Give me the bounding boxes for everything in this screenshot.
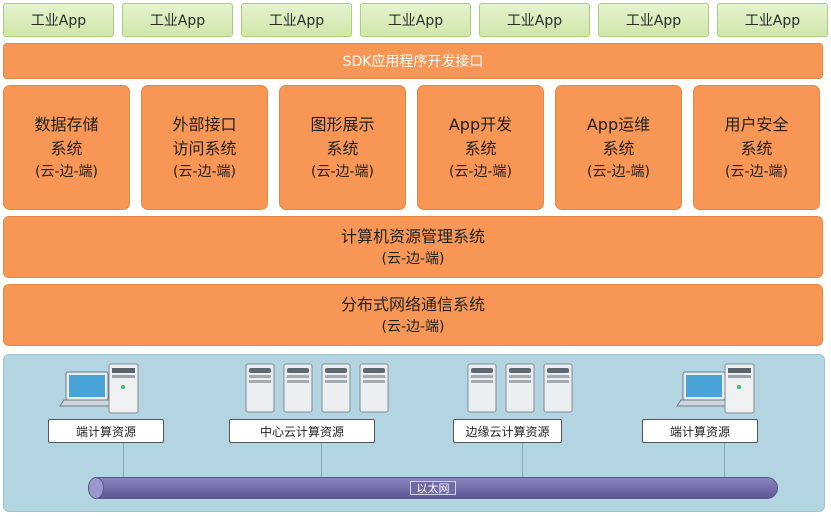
module-line1: 用户安全 xyxy=(724,114,789,134)
industrial-app-6: 工业App xyxy=(598,3,709,37)
resource-management-bar: 计算机资源管理系统 (云-边-端) xyxy=(3,216,823,278)
server-tower-icon xyxy=(108,363,139,414)
module-line1: 数据存储 xyxy=(34,114,99,134)
module-sub: (云-边-端) xyxy=(586,163,651,180)
terminal-resource-label-left: 端计算资源 xyxy=(48,419,164,443)
module-sub: (云-边-端) xyxy=(448,163,513,180)
module-line2: 系统 xyxy=(50,138,83,158)
module-line2: 系统 xyxy=(740,138,773,158)
module-sub: (云-边-端) xyxy=(34,163,99,180)
server-tower-icon xyxy=(724,363,755,414)
connector-line xyxy=(522,443,523,477)
industrial-app-7: 工业App xyxy=(717,3,828,37)
server-rack-icon xyxy=(467,363,497,413)
module-sub: (云-边-端) xyxy=(310,163,375,180)
connector-line xyxy=(321,443,322,477)
network-communication-bar: 分布式网络通信系统 (云-边-端) xyxy=(3,284,823,346)
module-line2: 访问系统 xyxy=(172,138,237,158)
industrial-app-2: 工业App xyxy=(122,3,233,37)
module-app-operations: App运维 系统 (云-边-端) xyxy=(555,85,682,210)
ethernet-label: 以太网 xyxy=(410,481,456,495)
industrial-app-5: 工业App xyxy=(479,3,590,37)
server-rack-icon xyxy=(359,363,389,413)
network-communication-sub: (云-边-端) xyxy=(381,319,445,335)
terminal-resource-label-right: 端计算资源 xyxy=(642,419,758,443)
module-line1: App开发 xyxy=(448,114,513,134)
ethernet-bus-end-cap xyxy=(88,477,104,499)
module-user-security: 用户安全 系统 (云-边-端) xyxy=(693,85,820,210)
module-line1: App运维 xyxy=(586,114,651,134)
industrial-app-1: 工业App xyxy=(3,3,114,37)
server-rack-icon xyxy=(245,363,275,413)
module-external-interface: 外部接口 访问系统 (云-边-端) xyxy=(141,85,268,210)
network-communication-title: 分布式网络通信系统 xyxy=(340,295,485,314)
server-rack-icon xyxy=(505,363,535,413)
sdk-label: SDK应用程序开发接口 xyxy=(342,54,484,70)
server-rack-icon xyxy=(543,363,573,413)
module-sub: (云-边-端) xyxy=(724,163,789,180)
module-line2: 系统 xyxy=(602,138,635,158)
connector-line xyxy=(123,443,124,477)
server-rack-icon xyxy=(283,363,313,413)
industrial-app-4: 工业App xyxy=(360,3,471,37)
module-line1: 图形展示 xyxy=(310,114,375,134)
resource-management-title: 计算机资源管理系统 xyxy=(340,227,485,246)
server-rack-icon xyxy=(321,363,351,413)
module-line2: 系统 xyxy=(464,138,497,158)
resource-management-sub: (云-边-端) xyxy=(381,251,445,267)
module-line1: 外部接口 xyxy=(172,114,237,134)
module-graphic-display: 图形展示 系统 (云-边-端) xyxy=(279,85,406,210)
module-app-development: App开发 系统 (云-边-端) xyxy=(417,85,544,210)
module-sub: (云-边-端) xyxy=(172,163,237,180)
center-cloud-resource-label: 中心云计算资源 xyxy=(229,419,375,443)
module-line2: 系统 xyxy=(326,138,359,158)
industrial-app-3: 工业App xyxy=(241,3,352,37)
edge-cloud-resource-label: 边缘云计算资源 xyxy=(453,419,562,443)
connector-line xyxy=(724,443,725,477)
sdk-interface-bar: SDK应用程序开发接口 xyxy=(3,43,823,79)
module-data-storage: 数据存储 系统 (云-边-端) xyxy=(3,85,130,210)
